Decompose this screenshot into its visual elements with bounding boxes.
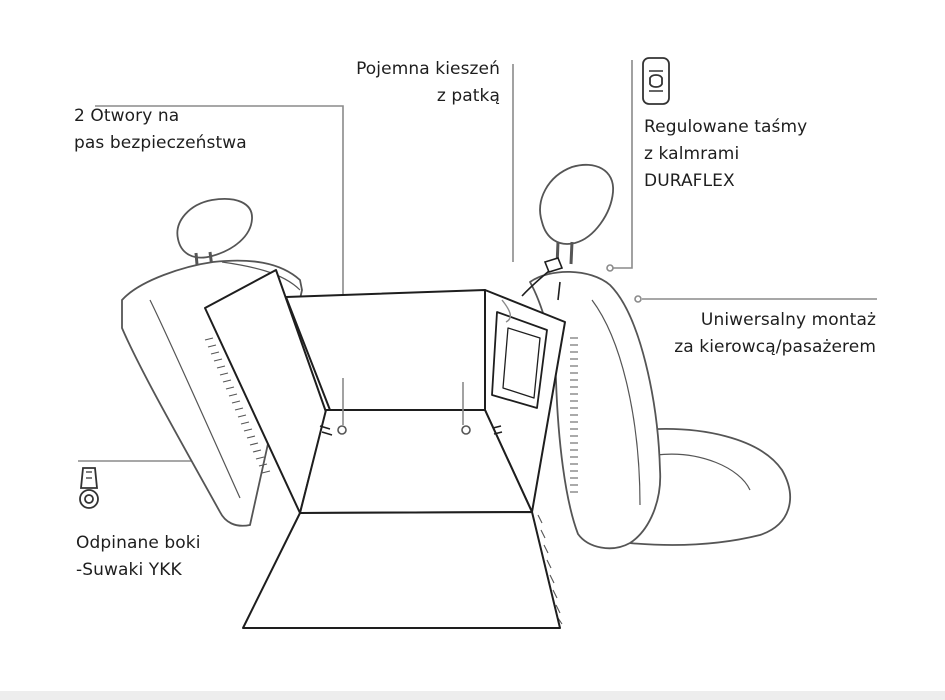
callout-seatbelt-holes: 2 Otwory na pas bezpieczeństwa <box>74 106 247 153</box>
leader-straps <box>612 60 633 269</box>
callout-pocket: Pojemna kieszeń z patką <box>356 59 500 106</box>
leader-dots <box>606 264 642 303</box>
zipper-teeth-left <box>204 337 271 474</box>
callout-zippers: Odpinane boki -Suwaki YKK <box>76 533 201 580</box>
right-headrest <box>539 163 614 245</box>
left-headrest <box>176 198 253 259</box>
seatbelt-holes <box>337 378 471 435</box>
zipper-teeth-right <box>537 337 578 625</box>
bottom-border <box>0 691 945 700</box>
buckle-icon <box>642 57 670 105</box>
leader-seatbelt <box>95 105 344 378</box>
leader-lines <box>78 60 877 462</box>
callout-straps: Regulowane taśmy z kalmrami DURAFLEX <box>644 117 808 191</box>
side-clips <box>319 425 503 436</box>
right-seat <box>529 163 791 550</box>
zipper-icon <box>79 467 99 509</box>
pocket <box>491 299 548 409</box>
cover-front-drop <box>242 511 561 629</box>
headrest-strap <box>521 257 564 301</box>
callout-mounting: Uniwersalny montaż za kierowcą/pasażerem <box>674 310 876 357</box>
